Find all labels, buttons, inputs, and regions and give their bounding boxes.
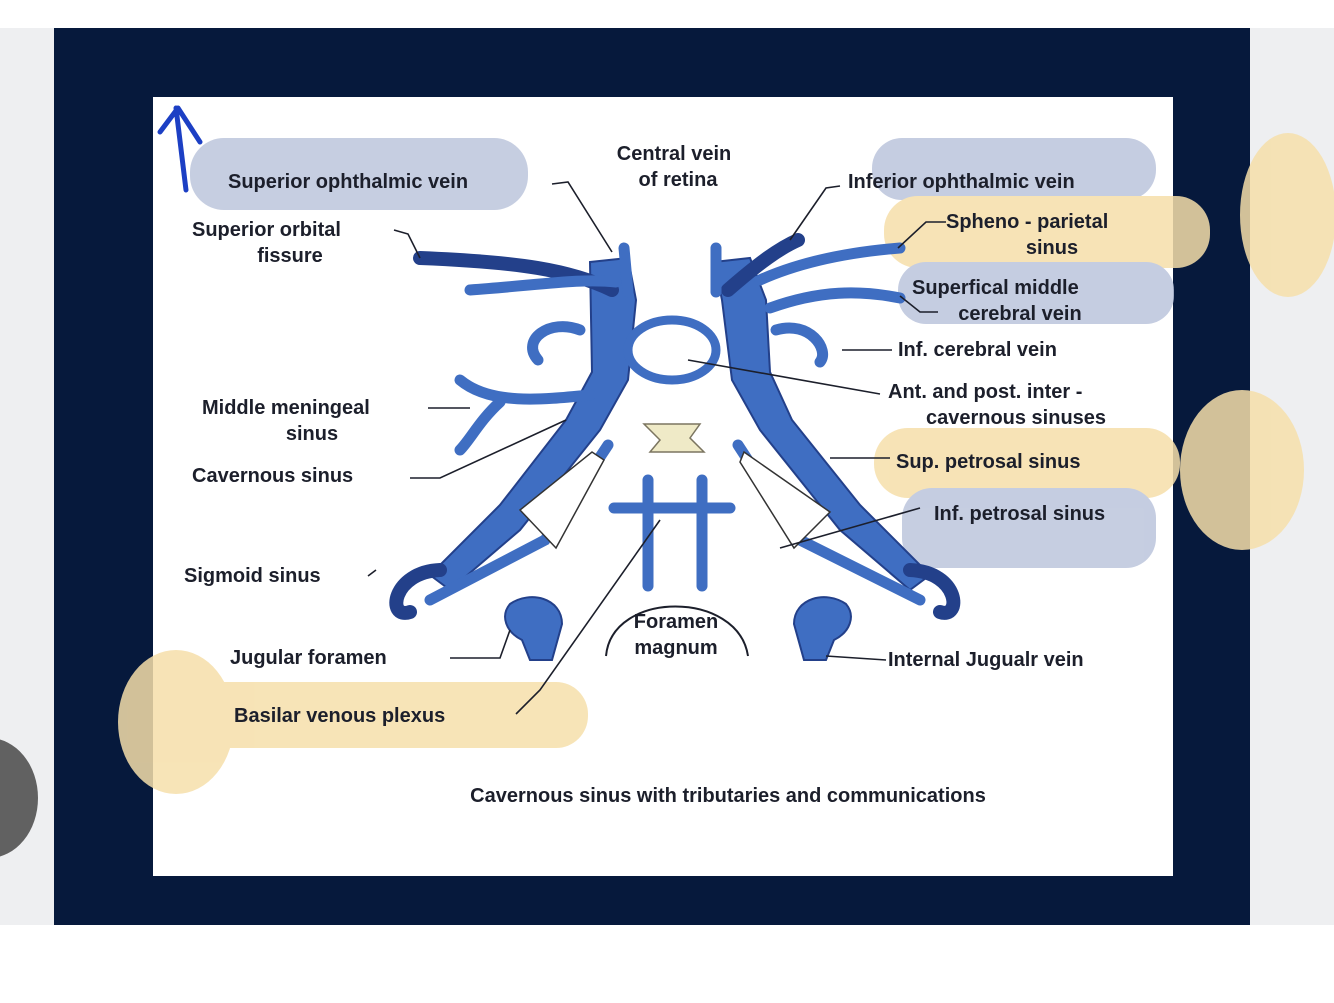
label-middle-meningeal-line1: Middle meningeal — [202, 397, 370, 419]
highlight-blob-right-mid — [1180, 390, 1304, 550]
label-central-vein-line1: Central vein — [617, 143, 731, 165]
pen-arrow-mark — [157, 105, 203, 193]
label-sigmoid-sinus: Sigmoid sinus — [184, 565, 321, 587]
highlight-spheno-parietal — [884, 196, 1210, 268]
left-inf-cerebral-vessel — [527, 321, 586, 366]
right-cavernous-sinus-shape — [712, 256, 932, 592]
highlight-basilar-plexus — [148, 682, 588, 748]
label-ant-post-line2: cavernous sinuses — [926, 407, 1106, 429]
label-middle-meningeal-line2: sinus — [286, 423, 338, 445]
right-ophthalmic-vessel — [721, 233, 805, 297]
vessel-network — [389, 233, 961, 661]
left-ophthalmic-vessel-2 — [464, 275, 622, 296]
label-inf-cerebral-vein: Inf. cerebral vein — [898, 339, 1057, 361]
right-sigmoid-hook — [903, 563, 961, 620]
left-central-vein-vessel — [618, 242, 634, 298]
label-spheno-parietal-line2: sinus — [1026, 237, 1078, 259]
right-superficial-vessel — [764, 287, 906, 314]
right-petrous-bone — [739, 450, 832, 550]
label-basilar-venous-plexus: Basilar venous plexus — [234, 705, 445, 727]
label-spheno-parietal-line1: Spheno - parietal — [946, 211, 1108, 233]
label-central-vein-line2: of retina — [639, 169, 719, 191]
sella-turcica — [642, 423, 706, 453]
highlight-inferior-ophthalmic — [872, 138, 1156, 200]
leader-lines — [367, 181, 946, 715]
highlight-superior-ophthalmic — [190, 138, 528, 210]
highlight-superficial-middle — [898, 262, 1174, 324]
label-ant-post-line1: Ant. and post. inter - — [888, 381, 1082, 403]
highlight-marks — [118, 133, 1334, 794]
highlight-blob-left — [118, 650, 234, 794]
label-inf-petrosal-sinus: Inf. petrosal sinus — [934, 503, 1105, 525]
label-superficial-middle-line2: cerebral vein — [958, 303, 1081, 325]
left-sigmoid-hook — [389, 563, 447, 620]
label-foramen-line2: magnum — [634, 637, 717, 659]
label-superior-orbital-line1: Superior orbital — [192, 219, 341, 241]
left-jugular-bulb — [504, 596, 564, 661]
highlight-blob-right-top — [1240, 133, 1334, 297]
label-foramen-line1: Foramen — [634, 611, 718, 633]
label-sup-petrosal-sinus: Sup. petrosal sinus — [896, 451, 1080, 473]
label-superficial-middle-line1: Superfical middle — [912, 277, 1079, 299]
diagram-caption: Cavernous sinus with tributaries and com… — [470, 785, 986, 807]
diagram-labels: Superior ophthalmic vein Central vein of… — [184, 143, 1108, 807]
label-jugular-foramen: Jugular foramen — [230, 647, 387, 669]
label-superior-ophthalmic-vein: Superior ophthalmic vein — [228, 171, 468, 193]
right-spheno-vessel — [754, 242, 906, 286]
foramen-magnum-outline — [605, 605, 749, 657]
highlight-inf-petrosal — [902, 488, 1156, 568]
middle-meningeal-vessel — [454, 374, 596, 456]
right-jugular-bulb — [792, 596, 852, 661]
label-internal-jugular-vein: Internal Jugualr vein — [888, 649, 1084, 671]
label-inferior-ophthalmic-vein: Inferior ophthalmic vein — [848, 171, 1075, 193]
right-inf-cerebral-vessel — [770, 322, 829, 368]
label-superior-orbital-line2: fissure — [257, 245, 323, 267]
label-cavernous-sinus: Cavernous sinus — [192, 465, 353, 487]
left-petrous-bone — [518, 451, 605, 550]
highlight-sup-petrosal — [874, 428, 1180, 498]
intercavernous-ring — [623, 315, 721, 385]
